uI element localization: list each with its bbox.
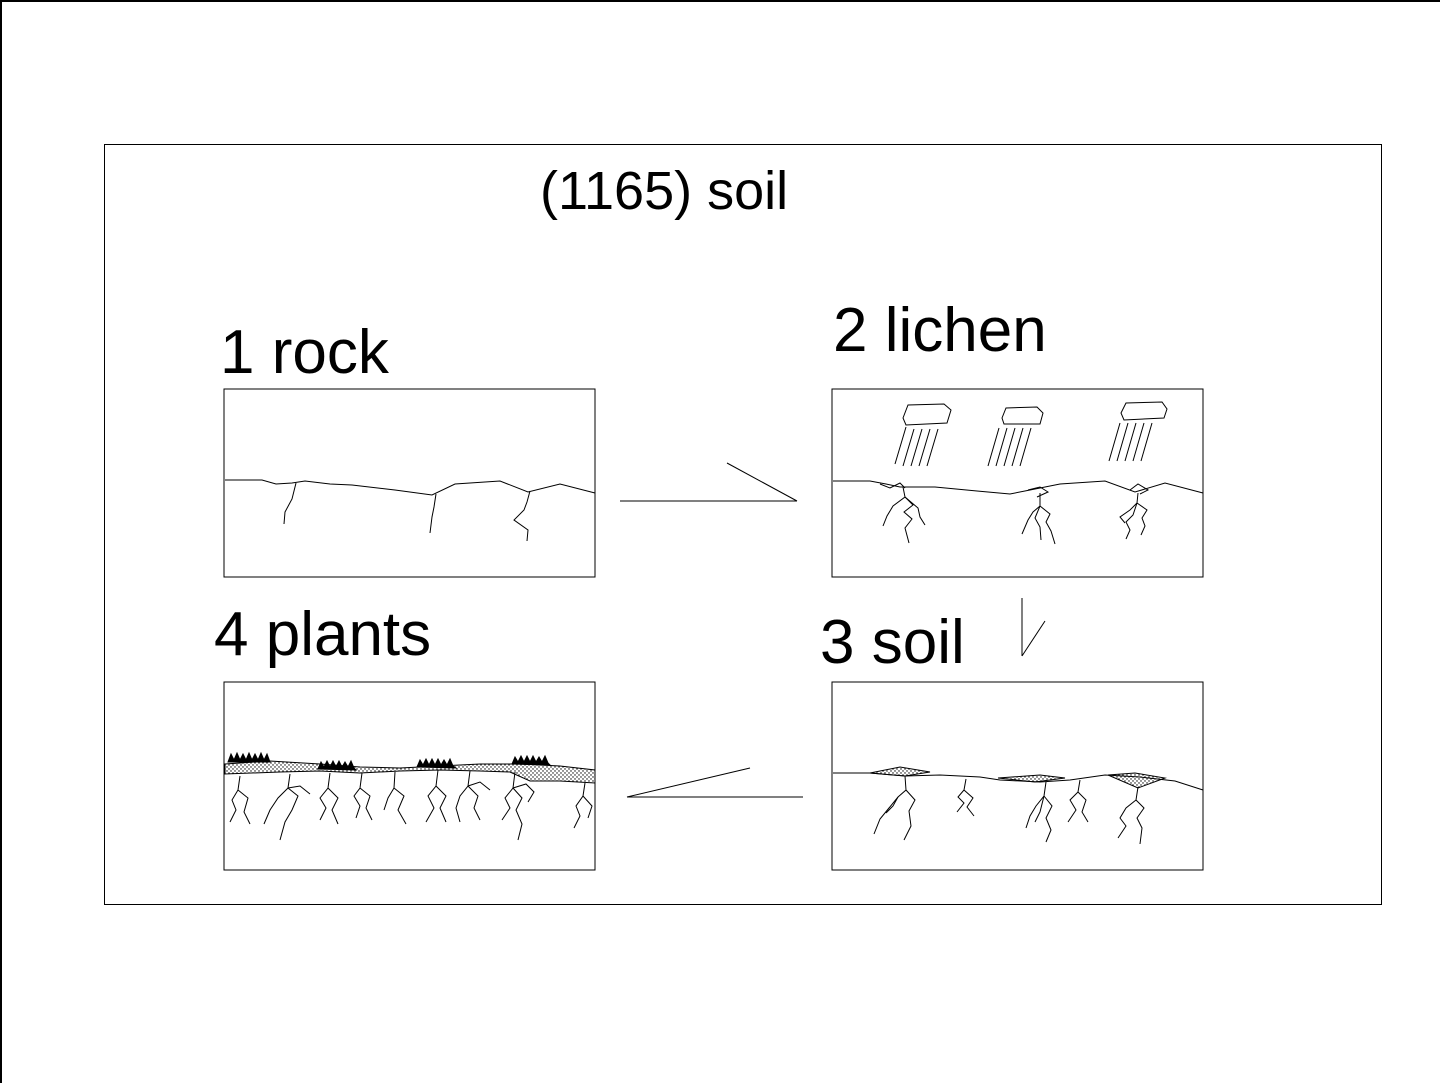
- soil-surface-with-roots: [833, 772, 1204, 845]
- diagram-frame: [104, 144, 1382, 905]
- arrow-lichen-to-soil: [1021, 598, 1046, 657]
- step-2-label: 2 lichen: [833, 296, 1047, 365]
- panel-soil: [831, 681, 1204, 871]
- panel-lichen: [831, 388, 1204, 578]
- rock-surface-with-cracks: [833, 480, 1204, 545]
- plant-roots: [229, 769, 593, 841]
- soil-patches: [869, 766, 1167, 789]
- step-3-label: 3 soil: [820, 608, 965, 677]
- arrow-soil-to-plants: [626, 767, 803, 798]
- cloud-icon: [987, 406, 1044, 467]
- plant-clumps: [227, 751, 552, 771]
- soil-layer: [224, 760, 596, 784]
- arrow-rock-to-lichen: [620, 462, 798, 502]
- panel-plants: [223, 681, 596, 871]
- rock-surface: [225, 479, 596, 542]
- diagram-title: (1165) soil: [540, 161, 789, 221]
- panel-rock: [223, 388, 596, 578]
- cloud-icon: [894, 403, 952, 467]
- cloud-icon: [1108, 401, 1168, 462]
- step-4-label: 4 plants: [214, 600, 432, 669]
- step-1-label: 1 rock: [220, 318, 389, 387]
